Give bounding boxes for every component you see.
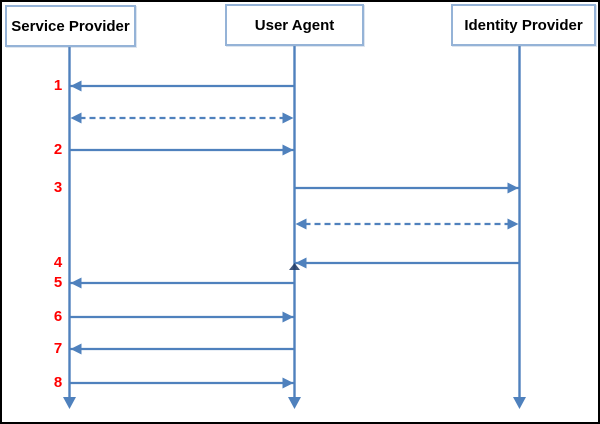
actor-label-identity-provider: Identity Provider — [464, 16, 583, 34]
message-number-7: 7 — [53, 340, 63, 357]
actor-box-service-provider: Service Provider — [5, 5, 136, 47]
actor-label-user-agent: User Agent — [254, 16, 335, 34]
message-arrowhead-right-4 — [507, 182, 519, 194]
actor-box-identity-provider: Identity Provider — [451, 4, 596, 46]
message-arrowhead-right-2 — [282, 112, 294, 124]
message-arrowhead-right-5 — [507, 218, 519, 230]
message-number-1: 1 — [53, 77, 63, 94]
message-arrowhead-left-7 — [70, 277, 82, 289]
lifeline-end-arrowhead-identity-provider — [513, 397, 526, 409]
message-arrowhead-right-8 — [282, 311, 294, 323]
message-arrowhead-left-6 — [295, 257, 307, 269]
message-number-6: 6 — [53, 308, 63, 325]
lifeline-end-arrowhead-service-provider — [63, 397, 76, 409]
message-number-4: 4 — [53, 254, 63, 271]
message-arrowhead-left-9 — [70, 343, 82, 355]
message-arrowhead-left-2 — [70, 112, 82, 124]
message-arrowhead-right-10 — [282, 377, 294, 389]
lifeline-end-arrowhead-user-agent — [288, 397, 301, 409]
message-arrowhead-right-3 — [282, 144, 294, 156]
message-number-2: 2 — [53, 141, 63, 158]
actor-box-user-agent: User Agent — [225, 4, 364, 46]
lifeline-notch — [289, 263, 300, 270]
message-number-8: 8 — [53, 374, 63, 391]
message-number-5: 5 — [53, 274, 63, 291]
message-arrowhead-left-5 — [295, 218, 307, 230]
message-number-3: 3 — [53, 179, 63, 196]
message-arrowhead-left-1 — [70, 80, 82, 92]
actor-label-service-provider: Service Provider — [11, 17, 130, 35]
